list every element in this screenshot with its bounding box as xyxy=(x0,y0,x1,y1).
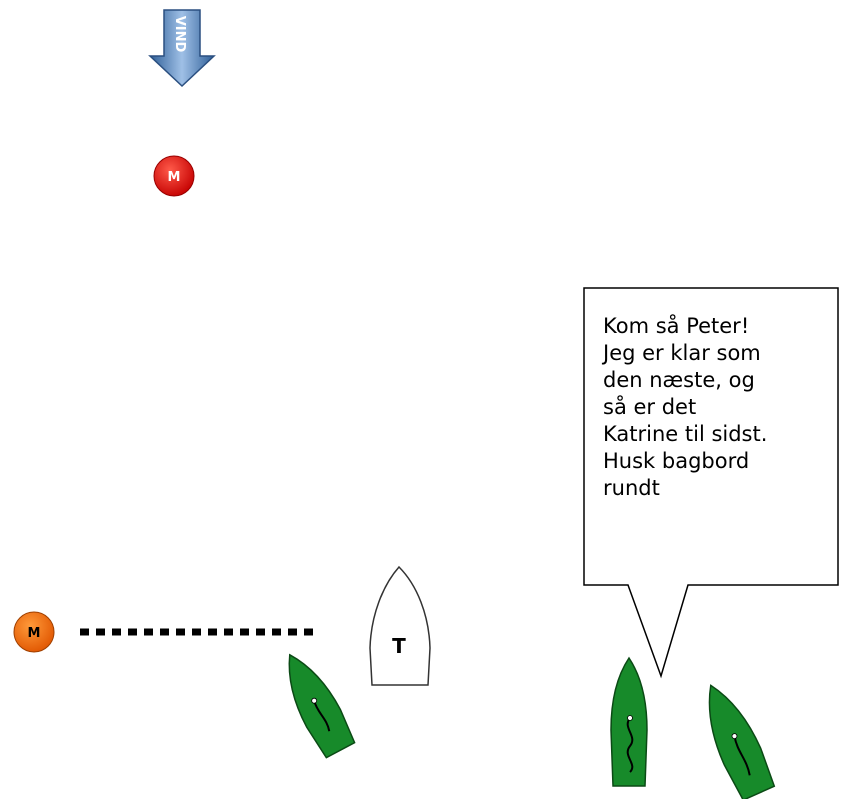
wind-label: VIND xyxy=(172,16,187,53)
boat-right-icon xyxy=(708,684,776,799)
pin-mark-icon: M xyxy=(13,611,55,653)
pin-mark-label: M xyxy=(28,626,41,641)
speech-line: Husk bagbord xyxy=(603,449,750,473)
speech-line: Katrine til sidst. xyxy=(603,422,768,446)
speech-line: rundt xyxy=(603,476,660,500)
speech-line: så er det xyxy=(603,395,697,419)
speech-line: Kom så Peter! xyxy=(603,314,750,338)
committee-boat-label: T xyxy=(392,634,406,658)
committee-boat-icon: T xyxy=(369,565,431,686)
speech-bubble xyxy=(583,287,839,679)
windward-mark-icon: M xyxy=(153,155,195,197)
windward-mark-label: M xyxy=(168,170,181,185)
boat-left-icon xyxy=(288,653,356,759)
speech-line: Jeg er klar som xyxy=(603,341,761,365)
speech-text: Kom så Peter! Jeg er klar som den næste,… xyxy=(603,313,833,502)
speech-line: den næste, og xyxy=(603,368,755,392)
wind-arrow-icon: VIND xyxy=(148,9,216,88)
boat-middle-icon xyxy=(610,656,648,787)
